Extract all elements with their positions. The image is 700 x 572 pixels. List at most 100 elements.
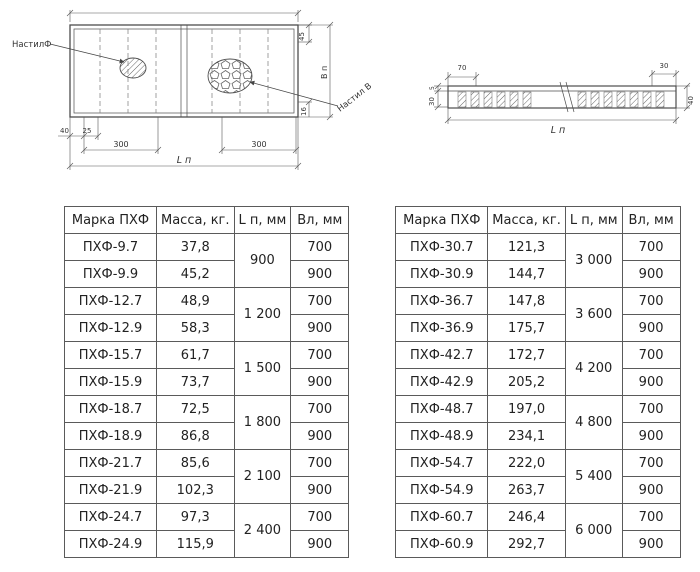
- cell-mark: ПХФ-18.9: [64, 422, 157, 450]
- cell-mass: 234,1: [487, 422, 566, 450]
- cell-mark: ПХФ-24.7: [64, 503, 157, 531]
- cell-length: 1 200: [233, 287, 292, 342]
- dim-45: 45: [298, 32, 306, 41]
- cell-mass: 45,2: [156, 260, 235, 288]
- dim-300-right: 300: [251, 140, 266, 149]
- cell-mass: 246,4: [487, 503, 566, 531]
- section-break: [559, 81, 575, 113]
- dim-40-side: 40: [687, 96, 695, 105]
- cell-mark: ПХФ-60.7: [395, 503, 489, 531]
- cell-mass: 85,6: [156, 449, 235, 477]
- cell-mass: 121,3: [487, 233, 566, 261]
- cell-mark: ПХФ-60.9: [395, 530, 489, 558]
- plan-dim-lines: [58, 9, 334, 170]
- cell-mass: 37,8: [156, 233, 235, 261]
- cell-width: 700: [621, 341, 681, 369]
- cell-mark: ПХФ-36.7: [395, 287, 489, 315]
- plan-view: [69, 24, 299, 118]
- cell-mark: ПХФ-21.9: [64, 476, 157, 504]
- cell-mark: ПХФ-30.9: [395, 260, 489, 288]
- cell-mark: ПХФ-21.7: [64, 449, 157, 477]
- cell-mark: ПХФ-15.9: [64, 368, 157, 396]
- section-dim-lines: [434, 70, 691, 124]
- cell-length: 2 400: [233, 503, 292, 558]
- cell-width: 900: [290, 314, 350, 342]
- cell-mass: 197,0: [487, 395, 566, 423]
- deck-f-label: НастилФ: [12, 40, 52, 50]
- cell-length: 1 500: [233, 341, 292, 396]
- dim-30-side: 30: [428, 97, 436, 106]
- dim-70: 70: [458, 64, 467, 72]
- cell-width: 700: [290, 395, 350, 423]
- panel-break: [180, 25, 188, 117]
- column-header: Вл, мм: [290, 206, 350, 234]
- cell-mark: ПХФ-9.7: [64, 233, 157, 261]
- section-outline: [447, 85, 677, 109]
- hatched-opening: [119, 57, 147, 79]
- cell-mark: ПХФ-30.7: [395, 233, 489, 261]
- cell-width: 900: [290, 368, 350, 396]
- cell-mark: ПХФ-48.7: [395, 395, 489, 423]
- column-header: Масса, кг.: [156, 206, 235, 234]
- cell-mass: 292,7: [487, 530, 566, 558]
- drawing-area: НастилФ Настил В 45 В п 40 25 300 300 16…: [0, 0, 700, 202]
- dim-lp-plan: L п: [177, 155, 192, 166]
- leader-deck-v: [249, 80, 339, 107]
- column-header: Вл, мм: [621, 206, 681, 234]
- cell-width: 700: [290, 503, 350, 531]
- dim-25-left: 25: [83, 127, 92, 135]
- cell-width: 900: [621, 314, 681, 342]
- cell-length: 4 800: [564, 395, 623, 450]
- cell-length: 900: [233, 233, 292, 288]
- section-view: [447, 85, 677, 109]
- cell-mark: ПХФ-54.9: [395, 476, 489, 504]
- cell-length: 5 400: [564, 449, 623, 504]
- section-ribs: [457, 91, 665, 108]
- cell-width: 700: [621, 503, 681, 531]
- cell-width: 900: [290, 476, 350, 504]
- cell-width: 700: [290, 287, 350, 315]
- cell-length: 1 800: [233, 395, 292, 450]
- dim-lp-section: L п: [551, 125, 566, 136]
- cell-width: 900: [621, 476, 681, 504]
- cell-mass: 172,7: [487, 341, 566, 369]
- dim-30-top: 30: [660, 62, 669, 70]
- cell-mass: 144,7: [487, 260, 566, 288]
- cell-length: 3 600: [564, 287, 623, 342]
- dim-40-left: 40: [60, 127, 69, 135]
- cell-width: 900: [290, 422, 350, 450]
- cell-mass: 73,7: [156, 368, 235, 396]
- cell-length: 6 000: [564, 503, 623, 558]
- cell-width: 900: [621, 260, 681, 288]
- cell-mass: 97,3: [156, 503, 235, 531]
- column-header: Масса, кг.: [487, 206, 566, 234]
- cell-width: 900: [621, 422, 681, 450]
- cell-mark: ПХФ-24.9: [64, 530, 157, 558]
- cell-mass: 115,9: [156, 530, 235, 558]
- cell-mass: 48,9: [156, 287, 235, 315]
- cell-mass: 263,7: [487, 476, 566, 504]
- cell-width: 900: [621, 368, 681, 396]
- dim-16-right: 16: [300, 107, 308, 116]
- cell-mass: 86,8: [156, 422, 235, 450]
- cell-mass: 222,0: [487, 449, 566, 477]
- cell-mass: 147,8: [487, 287, 566, 315]
